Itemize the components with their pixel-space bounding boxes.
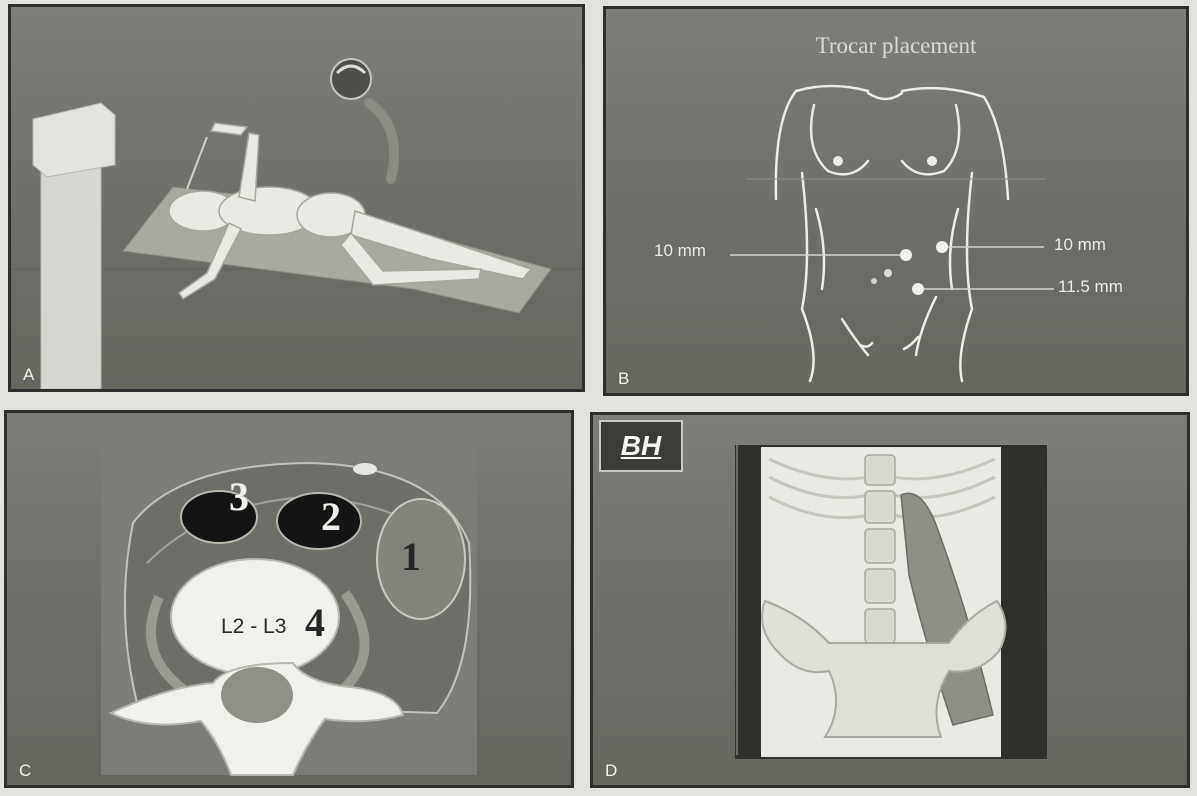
label-10mm-left: 10 mm (654, 241, 706, 261)
number-3: 3 (229, 473, 249, 520)
number-4: 4 (305, 599, 325, 646)
vertebra-label: L2 - L3 (221, 615, 286, 639)
number-1: 1 (401, 533, 421, 580)
trocar-port-11-5mm (912, 283, 924, 295)
label-11-5mm: 11.5 mm (1058, 277, 1123, 297)
panel-letter-c: C (19, 761, 31, 781)
panel-letter-a: A (23, 365, 34, 385)
trocar-port-10mm-left (900, 249, 912, 261)
organ-2 (277, 493, 361, 549)
number-2: 2 (321, 493, 341, 540)
trocar-port-10mm-right (936, 241, 948, 253)
panel-letter-b: B (618, 369, 629, 389)
patient-position-illustration (11, 7, 582, 389)
skeleton-illustration (593, 415, 1187, 785)
panel-d-skeleton: BH D (590, 412, 1190, 788)
torso-outline (606, 9, 1186, 393)
panel-a-patient-position: A (8, 4, 585, 392)
panel-c-cross-section: 3 2 1 L2 - L3 4 C (4, 410, 574, 788)
organ-1 (377, 499, 465, 619)
monitor-screen (33, 103, 115, 177)
surgeon-arm (369, 103, 394, 179)
panel-b-trocar-placement: Trocar placement (603, 6, 1189, 396)
panel-letter-d: D (605, 761, 617, 781)
spinal-canal (221, 667, 293, 723)
lumbar-spine (865, 455, 895, 643)
cross-section-illustration (7, 413, 571, 785)
label-10mm-right: 10 mm (1054, 235, 1106, 255)
